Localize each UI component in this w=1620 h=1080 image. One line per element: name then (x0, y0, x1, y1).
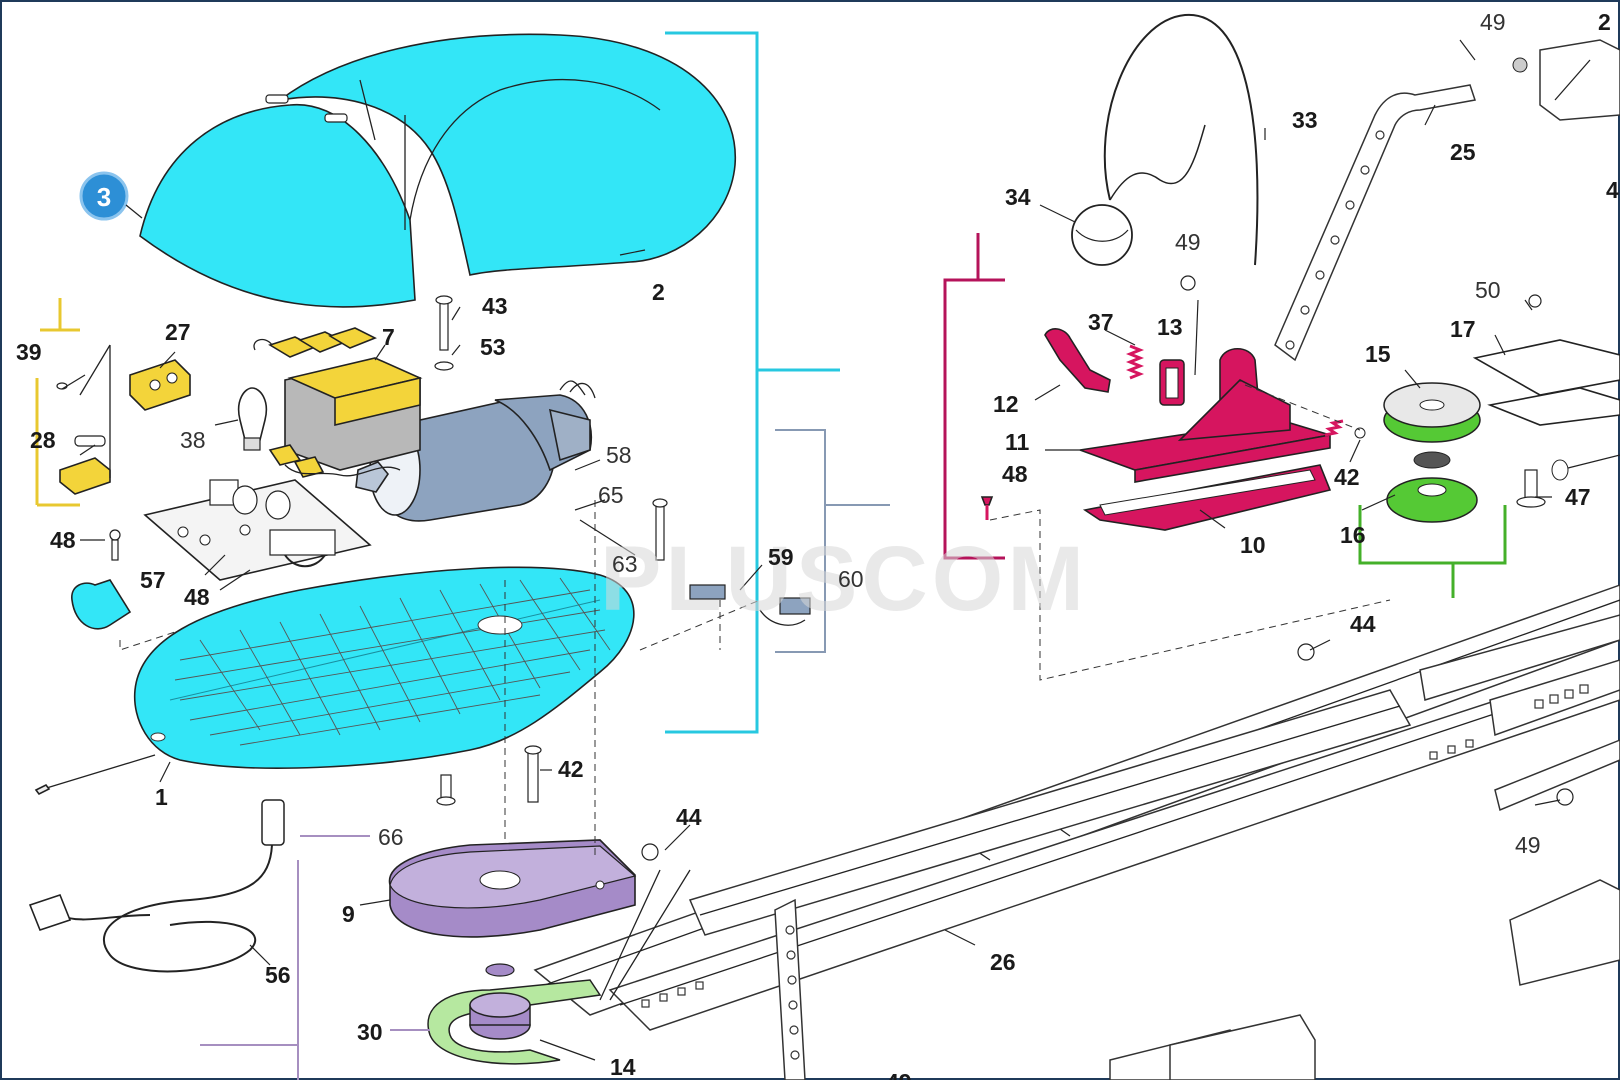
part-label-38[interactable]: 38 (180, 427, 206, 453)
purple-group-bracket (200, 835, 430, 1080)
assembly-guide-line (989, 509, 1391, 681)
brush-part-59[interactable] (689, 584, 726, 600)
part-label-47[interactable]: 47 (1565, 484, 1591, 510)
part-labels: 2 49 2 33 25 34 4 49 50 17 37 13 15 12 1… (16, 9, 1619, 1080)
part-label-48[interactable]: 48 (50, 527, 76, 553)
fuse-holder-part-28[interactable] (59, 435, 111, 495)
screw-part-42[interactable] (1324, 419, 1366, 439)
part-label-53[interactable]: 53 (480, 334, 506, 360)
part-label-59[interactable]: 59 (768, 544, 794, 570)
part-label-12[interactable]: 12 (993, 391, 1019, 417)
watermark: PLUSCOM (600, 528, 1088, 630)
part-label-7[interactable]: 7 (382, 324, 395, 350)
part-label-49[interactable]: 49 (1480, 9, 1506, 35)
screw-leader (39, 754, 156, 791)
part-label-14[interactable]: 14 (610, 1054, 636, 1080)
part-label-30[interactable]: 30 (357, 1019, 383, 1045)
yellow-group-bracket (35, 298, 80, 507)
part-label-11[interactable]: 11 (1005, 429, 1030, 455)
part-label-49[interactable]: 49 (1515, 832, 1541, 858)
circuit-board-part-57[interactable] (143, 479, 372, 581)
pull-cord-part-33[interactable] (1103, 13, 1259, 266)
bolt-part-47[interactable] (1516, 454, 1620, 508)
base-grid (174, 577, 611, 746)
rail-assembly[interactable] (533, 584, 1620, 1080)
arm-part-25[interactable] (1274, 84, 1476, 362)
cyan-group-bracket (665, 31, 840, 734)
part-label-27[interactable]: 27 (165, 319, 191, 345)
leader-lines (79, 39, 1561, 1061)
cover-clip (265, 94, 289, 104)
spring-part-37[interactable] (1125, 344, 1145, 380)
part-label-37[interactable]: 37 (1088, 309, 1114, 335)
part-label-25[interactable]: 25 (1450, 139, 1476, 165)
screw-part-48[interactable] (980, 496, 994, 520)
part-label-17[interactable]: 17 (1450, 316, 1476, 342)
plate-part-9[interactable] (388, 839, 637, 938)
part-label-49[interactable]: 49 (886, 1069, 912, 1080)
part-label-49[interactable]: 49 (1175, 229, 1201, 255)
fasteners (56, 275, 1574, 861)
part-label-48[interactable]: 48 (1002, 461, 1028, 487)
part-label-4[interactable]: 4 (1606, 177, 1619, 203)
door-bracket[interactable] (1512, 39, 1620, 121)
part-label-48[interactable]: 48 (184, 584, 210, 610)
base-part-1[interactable] (133, 566, 635, 769)
trolley-part-10[interactable] (1082, 464, 1332, 531)
green-group-bracket (1358, 505, 1507, 598)
gear-part-15[interactable] (1383, 382, 1481, 469)
part-label-34[interactable]: 34 (1005, 184, 1031, 210)
part-label-2[interactable]: 2 (652, 279, 665, 305)
part-label-60[interactable]: 60 (838, 566, 864, 592)
part-label-28[interactable]: 28 (30, 427, 56, 453)
part-label-10[interactable]: 10 (1240, 532, 1266, 558)
part-label-63[interactable]: 63 (612, 551, 638, 577)
sprocket-part-14[interactable] (469, 963, 531, 1040)
rail-holes (641, 684, 1589, 1008)
part-label-44[interactable]: 44 (1350, 611, 1376, 637)
trolley-part-13[interactable] (1159, 347, 1291, 441)
part-label-15[interactable]: 15 (1365, 341, 1391, 367)
part-label-42[interactable]: 42 (1334, 464, 1360, 490)
callout-badge-label: 3 (97, 182, 111, 212)
part-label-58[interactable]: 58 (606, 442, 632, 468)
part-label-65[interactable]: 65 (598, 482, 624, 508)
part-label-66[interactable]: 66 (378, 824, 404, 850)
brush-part-60[interactable] (759, 597, 811, 626)
plate-part-17[interactable] (1472, 339, 1620, 426)
part-label-44[interactable]: 44 (676, 804, 702, 830)
part-label-16[interactable]: 16 (1340, 522, 1366, 548)
gear-part-16[interactable] (1386, 477, 1478, 523)
lamp-part-38[interactable] (237, 387, 268, 451)
steel-group-bracket (775, 429, 890, 653)
part-label-39[interactable]: 39 (16, 339, 42, 365)
part-label-33[interactable]: 33 (1292, 107, 1318, 133)
part-label-56[interactable]: 56 (265, 962, 291, 988)
cover-clip (324, 113, 348, 123)
assembly-guide-lines (79, 344, 761, 1001)
terminal-part-27[interactable] (129, 359, 191, 411)
power-cord-part-56[interactable] (28, 799, 285, 973)
part-label-26[interactable]: 26 (990, 949, 1016, 975)
part-label-2-bracket[interactable]: 2 (1598, 9, 1611, 35)
transformer-part-7[interactable] (253, 327, 423, 478)
part-label-57[interactable]: 57 (140, 567, 166, 593)
part-label-42[interactable]: 42 (558, 756, 584, 782)
sensor-part[interactable] (71, 579, 132, 630)
cover-part-2[interactable] (139, 33, 737, 308)
part-label-43[interactable]: 43 (482, 293, 508, 319)
part-label-9[interactable]: 9 (342, 901, 355, 927)
lever-part-12[interactable] (1044, 328, 1111, 393)
callout-badge[interactable]: 3 (79, 171, 129, 221)
part-label-1[interactable]: 1 (155, 784, 168, 810)
magenta-group-bracket (943, 233, 1005, 560)
part-label-50[interactable]: 50 (1475, 277, 1501, 303)
part-label-13[interactable]: 13 (1157, 314, 1183, 340)
handle-part-34[interactable] (1071, 204, 1133, 266)
